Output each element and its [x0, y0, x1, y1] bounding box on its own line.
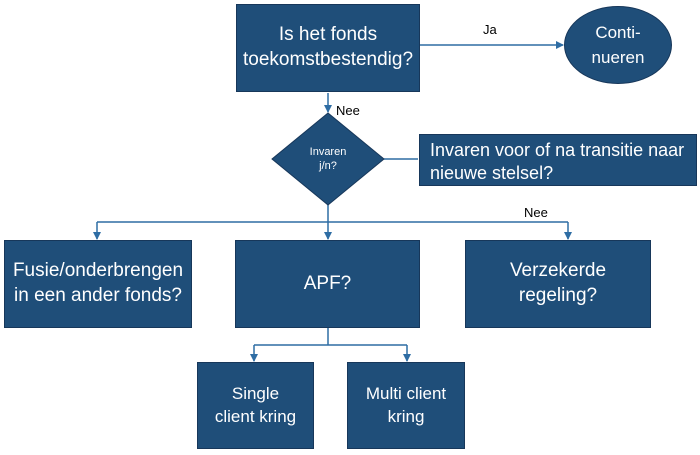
edge-label-no-branch: Nee	[524, 205, 548, 220]
insured-box: Verzekerde regeling?	[465, 240, 651, 328]
multi-client-box: Multi client kring	[347, 362, 465, 449]
decision-text: Invaren j/n?	[309, 146, 347, 173]
edge-label-yes: Ja	[483, 22, 497, 37]
apf-box: APF?	[235, 240, 420, 328]
decision-diamond	[271, 112, 385, 206]
continue-ellipse: Conti- nueren	[564, 6, 672, 84]
transition-note-box: Invaren voor of na transitie naar nieuwe…	[419, 134, 697, 186]
start-question-box: Is het fonds toekomstbestendig?	[236, 4, 420, 92]
merger-box: Fusie/onderbrengen in een ander fonds?	[4, 240, 192, 328]
edge-label-no-top: Nee	[336, 103, 360, 118]
single-client-box: Single client kring	[197, 362, 314, 449]
